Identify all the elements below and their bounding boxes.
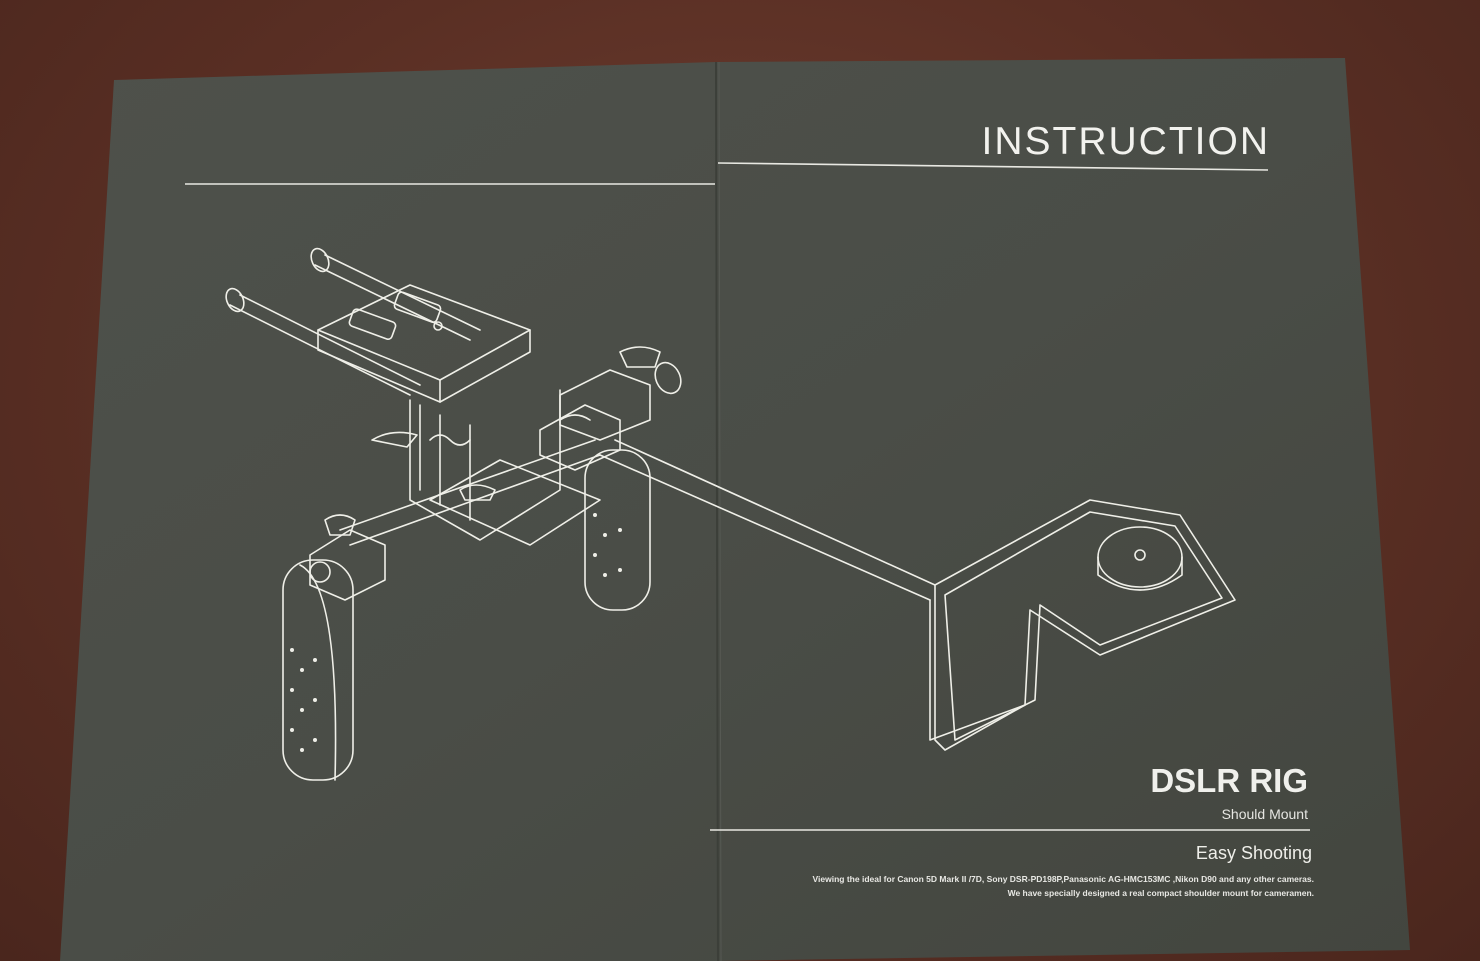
document-title: INSTRUCTION <box>981 120 1270 163</box>
tagline: Easy Shooting <box>1195 843 1312 863</box>
description-line: We have specially designed a real compac… <box>1007 888 1314 898</box>
product-subtitle: Should Mount <box>1221 806 1308 822</box>
center-fold <box>715 61 719 961</box>
dslr-rig-illustration <box>225 247 1236 781</box>
description: Viewing the ideal for Canon 5D Mark II /… <box>754 872 1314 900</box>
header-rule-right <box>717 162 1269 171</box>
description-line: Viewing the ideal for Canon 5D Mark II /… <box>812 874 1314 884</box>
product-name: DSLR RIG <box>1150 762 1308 799</box>
paper-sheet <box>60 58 1410 961</box>
